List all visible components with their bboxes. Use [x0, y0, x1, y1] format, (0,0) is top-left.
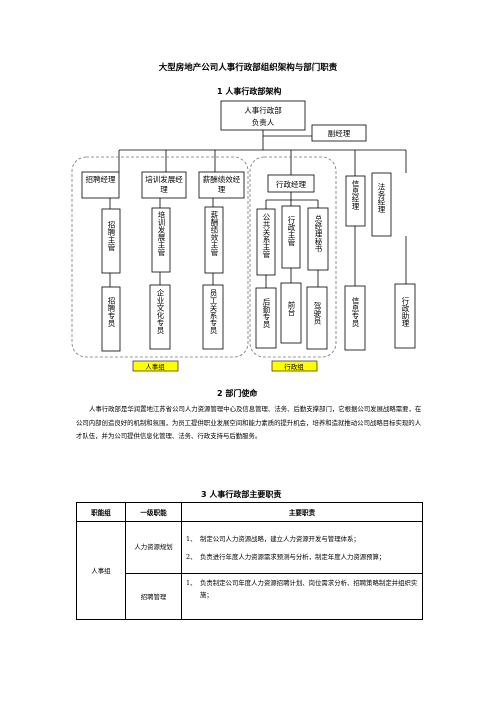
logistics-specialist-label: 后勤专员 [262, 298, 271, 328]
training-supervisor-label: 培训发展主管 [157, 211, 166, 256]
hr-group-label: 人事组 [145, 362, 165, 371]
duty-item: 2、 负责进行年度人力资源需求预测与分析，制定年度人力资源预算； [186, 551, 418, 563]
org-chart: 人事行政部 负责人 副经理 行政经理 人事组 行政组 [71, 100, 416, 372]
pay-manager-label: 薪酬绩效经理 [202, 175, 241, 194]
recruit-specialist-label: 招聘专员 [107, 297, 116, 327]
admin-group-label: 行政组 [284, 362, 304, 371]
relations-specialist-label: 员工关系专员 [209, 289, 218, 334]
hr-group-outline [71, 156, 249, 358]
table-row: 人事组 人力资源规划 1、 制定公司人力资源战略，建立人力资源开发与管理体系； … [76, 521, 423, 620]
manager-box-pay [198, 171, 245, 199]
duty-item: 1、 负责制定公司年度人力资源招聘计划、岗位需求分析、招聘策略制定并组织实施； [186, 577, 418, 601]
supervisor-box-recruit [101, 208, 121, 274]
specialist-box-driver [306, 286, 328, 350]
specialist-box-recruit [101, 286, 121, 352]
manager-box-legal [371, 172, 392, 237]
culture-specialist-label: 企业文化专员 [156, 289, 165, 334]
duties-cell: 1、 负责制定公司年度人力资源招聘计划、岗位需求分析、招聘策略制定并组织实施； [181, 573, 423, 620]
driver-label: 驾驶员 [313, 302, 322, 325]
table-header-row: 职能组 一级职能 主要职责 [76, 502, 423, 522]
duty-number: 1、 [186, 579, 197, 587]
manager-box-recruit [81, 171, 120, 199]
recruit-supervisor-label: 招聘主管 [107, 221, 116, 251]
frontdesk-label: 前台 [287, 301, 296, 316]
specialist-box-info [344, 285, 366, 351]
duty-number: 1、 [186, 534, 197, 543]
supervisor-box-pay [204, 206, 224, 274]
specialist-box-assistant [394, 283, 416, 349]
head-label-1: 人事行政部 [244, 105, 282, 115]
duty-text: 制定公司人力资源战略，建立人力资源开发与管理体系； [200, 534, 360, 543]
duties-table: 职能组 一级职能 主要职责 人事组 人力资源规划 1、 制定公司人力资源战略，建… [76, 502, 423, 620]
training-manager-label: 培训发展经理 [145, 175, 183, 194]
admin-assistant-label: 行政助理 [401, 297, 410, 327]
duties-cell: 1、 制定公司人力资源战略，建立人力资源开发与管理体系； 2、 负责进行年度人力… [181, 521, 423, 574]
function-cell: 招聘管理 [125, 573, 182, 620]
duty-number: 2、 [186, 552, 197, 561]
function-cell: 人力资源规划 [125, 521, 182, 574]
info-specialist-label: 信息专员 [351, 297, 360, 327]
section-1-title: 1 人事行政部架构 [217, 87, 282, 96]
hr-group-tag [132, 360, 179, 372]
deputy-label: 副经理 [328, 128, 351, 138]
admin-group-outline [249, 156, 337, 358]
table-header: 职能组 [76, 502, 126, 522]
table-row: 招聘管理 1、 负责制定公司年度人力资源招聘计划、岗位需求分析、招聘策略制定并组… [77, 573, 423, 620]
document-title: 大型房地产公司人事行政部组织架构与部门职责 [158, 63, 338, 73]
admin-manager-label: 行政经理 [276, 179, 306, 189]
specialist-box-culture [149, 284, 171, 350]
duty-item: 1、 制定公司人力资源战略，建立人力资源开发与管理体系； [186, 533, 418, 545]
section-3-title: 3 人事行政部主要职责 [201, 490, 282, 499]
specialist-box-frontdesk [280, 282, 302, 344]
recruit-manager-label: 招聘经理 [85, 175, 116, 184]
duty-text: 负责制定公司年度人力资源招聘计划、岗位需求分析、招聘策略制定并组织实施； [200, 579, 418, 599]
admin-supervisor-label: 行政主管 [287, 216, 296, 246]
mission-paragraph: 人事行政部是华润置地江苏省公司人力资源管理中心及信息管理、法务、后勤支撑部门，它… [76, 405, 422, 441]
deputy-box [311, 124, 367, 142]
manager-box-training [141, 171, 187, 199]
specialist-box-logistics [255, 287, 277, 349]
info-manager-label: 信息经理 [351, 180, 360, 210]
manager-box-info [345, 175, 366, 227]
secretary-label: 总经理秘书 [314, 215, 323, 253]
pay-supervisor-label: 薪酬绩效主管 [210, 211, 219, 256]
head-label-2: 负责人 [252, 117, 275, 127]
duty-text: 负责进行年度人力资源需求预测与分析，制定年度人力资源预算； [200, 552, 386, 561]
group-cell: 人事组 [76, 521, 126, 620]
table-header: 一级职能 [125, 502, 182, 522]
section-2-title: 2 部门使命 [217, 389, 258, 398]
specialist-box-relations [202, 284, 224, 350]
pr-supervisor-label: 公共关系主管 [262, 213, 271, 258]
legal-manager-label: 法务经理 [377, 183, 386, 213]
supervisor-box-training [151, 207, 171, 273]
admin-group-tag [271, 360, 318, 372]
table-header: 主要职责 [181, 502, 423, 522]
